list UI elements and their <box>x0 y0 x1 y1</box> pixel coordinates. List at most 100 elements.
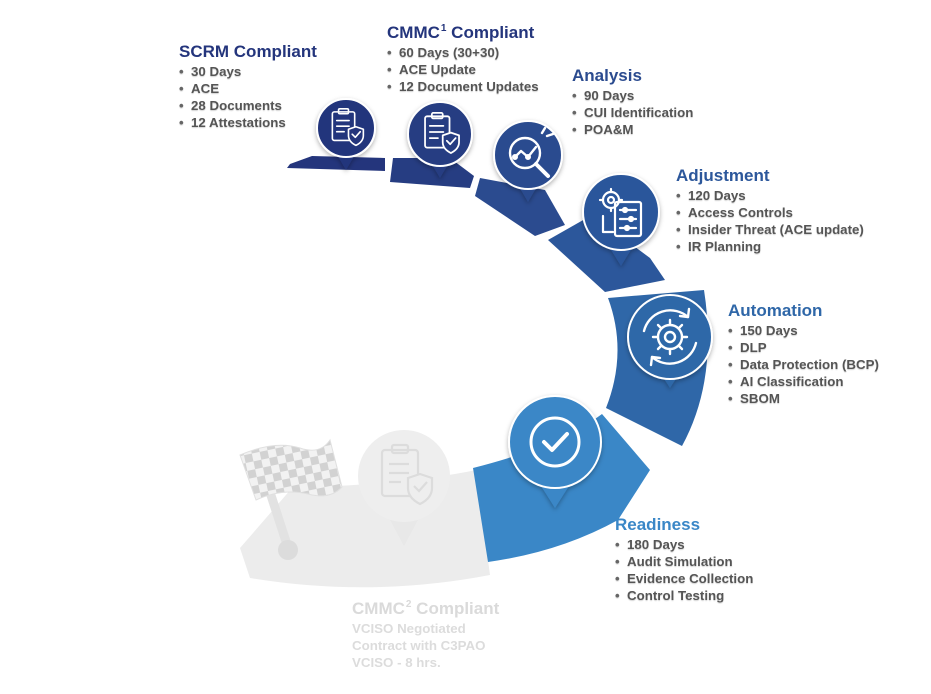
bullet-icon: • <box>387 79 392 94</box>
stage-item-text: 12 Document Updates <box>399 79 539 94</box>
bullet-icon: • <box>728 357 733 372</box>
bullet-icon: • <box>179 64 184 79</box>
stage-title-suffix: Compliant <box>446 23 535 42</box>
stage-item-text: Insider Threat (ACE update) <box>688 222 864 237</box>
stage-item: • ACE Update <box>387 61 539 78</box>
stage-item: •Control Testing <box>615 587 753 604</box>
stage-items: • 60 Days (30+30) • ACE Update • 12 Document … <box>387 44 539 95</box>
clipboard-shield-icon <box>424 112 460 154</box>
stage-item: VCISO Negotiated <box>352 620 499 637</box>
stage-title-text: SCRM Compliant <box>179 42 317 61</box>
stage-item: •POA&M <box>572 121 693 138</box>
stage-item-text: ACE <box>191 81 220 96</box>
stage-item: VCISO - 8 hrs. <box>352 654 499 671</box>
bullet-icon: • <box>676 205 681 220</box>
stage-adjustment: Adjustment •120 Days•Access Controls•Ins… <box>676 166 864 255</box>
stage-items: •90 Days•CUI Identification•POA&M <box>572 87 693 138</box>
stage-item: • ACE <box>179 80 317 97</box>
stage-title-suffix: Compliant <box>411 599 500 618</box>
bullet-icon: • <box>615 571 620 586</box>
stage-item-text: Data Protection (BCP) <box>740 357 879 372</box>
stage-analysis: Analysis •90 Days•CUI Identification•POA… <box>572 66 693 138</box>
stage-readiness: Readiness • 180 Days•Audit Simulation•Evi… <box>615 515 753 604</box>
stage-scrm: SCRM Compliant • 30 Days • ACE • 28 Documents… <box>179 42 317 131</box>
magnifier-chart-icon <box>508 126 555 178</box>
bullet-icon: • <box>179 115 184 130</box>
bullet-icon: • <box>615 554 620 569</box>
stage-title-sup: 2 <box>405 599 412 610</box>
stage-item: •Evidence Collection <box>615 570 753 587</box>
stage-item-text: 60 Days (30+30) <box>399 45 500 60</box>
gear-checklist-icon <box>598 187 643 238</box>
stage-item: • 180 Days <box>615 536 753 553</box>
bullet-icon: • <box>676 188 681 203</box>
stage-item-text: VCISO Negotiated <box>352 621 466 636</box>
stage-item: •90 Days <box>572 87 693 104</box>
stage-item-text: AI Classification <box>740 374 844 389</box>
check-circle-icon <box>529 416 581 468</box>
stage-item: •120 Days <box>676 187 864 204</box>
stage-items: •150 Days•DLP•Data Protection (BCP)•AI C… <box>728 322 879 407</box>
bullet-icon: • <box>728 323 733 338</box>
stage-title: Automation <box>728 301 879 321</box>
stage-item: • Data Protection (BCP) <box>728 356 879 373</box>
bullet-icon: • <box>572 88 577 103</box>
bullet-icon: • <box>728 340 733 355</box>
bullet-icon: • <box>572 105 577 120</box>
arc-segment-2 <box>390 158 474 188</box>
stage-title: Readiness <box>615 515 753 535</box>
stage-item-text: POA&M <box>584 122 634 137</box>
stage-title-text: Analysis <box>572 66 642 85</box>
stage-title-text: Adjustment <box>676 166 770 185</box>
bullet-icon: • <box>179 98 184 113</box>
stage-title: CMMC2 Compliant <box>352 595 499 619</box>
stage-item-text: Access Controls <box>688 205 793 220</box>
bullet-icon: • <box>615 537 620 552</box>
stage-item: • 60 Days (30+30) <box>387 44 539 61</box>
stage-title-sup: 1 <box>440 23 447 34</box>
stage-items: •120 Days•Access Controls•Insider Threat… <box>676 187 864 255</box>
stage-title-text: CMMC <box>352 599 405 618</box>
stage-item-text: 12 Attestations <box>191 115 286 130</box>
clipboard-shield-icon <box>331 107 365 147</box>
bullet-icon: • <box>676 239 681 254</box>
arc-segment-1 <box>287 156 385 171</box>
bullet-icon: • <box>387 62 392 77</box>
bullet-icon: • <box>728 391 733 406</box>
bullet-icon: • <box>615 588 620 603</box>
stage-item-text: 180 Days <box>627 537 685 552</box>
ghost-pin <box>358 430 450 546</box>
stage-item: • 12 Document Updates <box>387 78 539 95</box>
stage-item: • Access Controls <box>676 204 864 221</box>
pin-automation <box>627 294 713 388</box>
arc-segment-4 <box>548 215 665 292</box>
pin-readiness <box>508 395 602 508</box>
bullet-icon: • <box>387 45 392 60</box>
stage-title-text: Automation <box>728 301 823 320</box>
stage-item: • 28 Documents <box>179 97 317 114</box>
stage-item-text: 30 Days <box>191 64 242 79</box>
bullet-icon: • <box>676 222 681 237</box>
stage-item-text: CUI Identification <box>584 105 694 120</box>
stage-item: Contract with C3PAO <box>352 637 499 654</box>
stage-title-text: CMMC <box>387 23 440 42</box>
stage-item-text: IR Planning <box>688 239 762 254</box>
stage-item: • SBOM <box>728 390 879 407</box>
stage-items: • 30 Days • ACE • 28 Documents • 12 Attestation… <box>179 63 317 131</box>
stage-item: • 12 Attestations <box>179 114 317 131</box>
bullet-icon: • <box>179 81 184 96</box>
stage-item-text: DLP <box>740 340 767 355</box>
stage-item: •Audit Simulation <box>615 553 753 570</box>
stage-item-text: SBOM <box>740 391 780 406</box>
stage-item-text: 150 Days <box>740 323 798 338</box>
stage-item: •AI Classification <box>728 373 879 390</box>
stage-item: • IR Planning <box>676 238 864 255</box>
arc-segment-3 <box>475 178 565 236</box>
stage-item: • CUI Identification <box>572 104 693 121</box>
stage-item-text: 28 Documents <box>191 98 282 113</box>
stage-title: Adjustment <box>676 166 864 186</box>
stage-cmmc1: CMMC1 Compliant • 60 Days (30+30) • ACE Upd… <box>387 19 539 95</box>
stage-item-text: ACE Update <box>399 62 476 77</box>
